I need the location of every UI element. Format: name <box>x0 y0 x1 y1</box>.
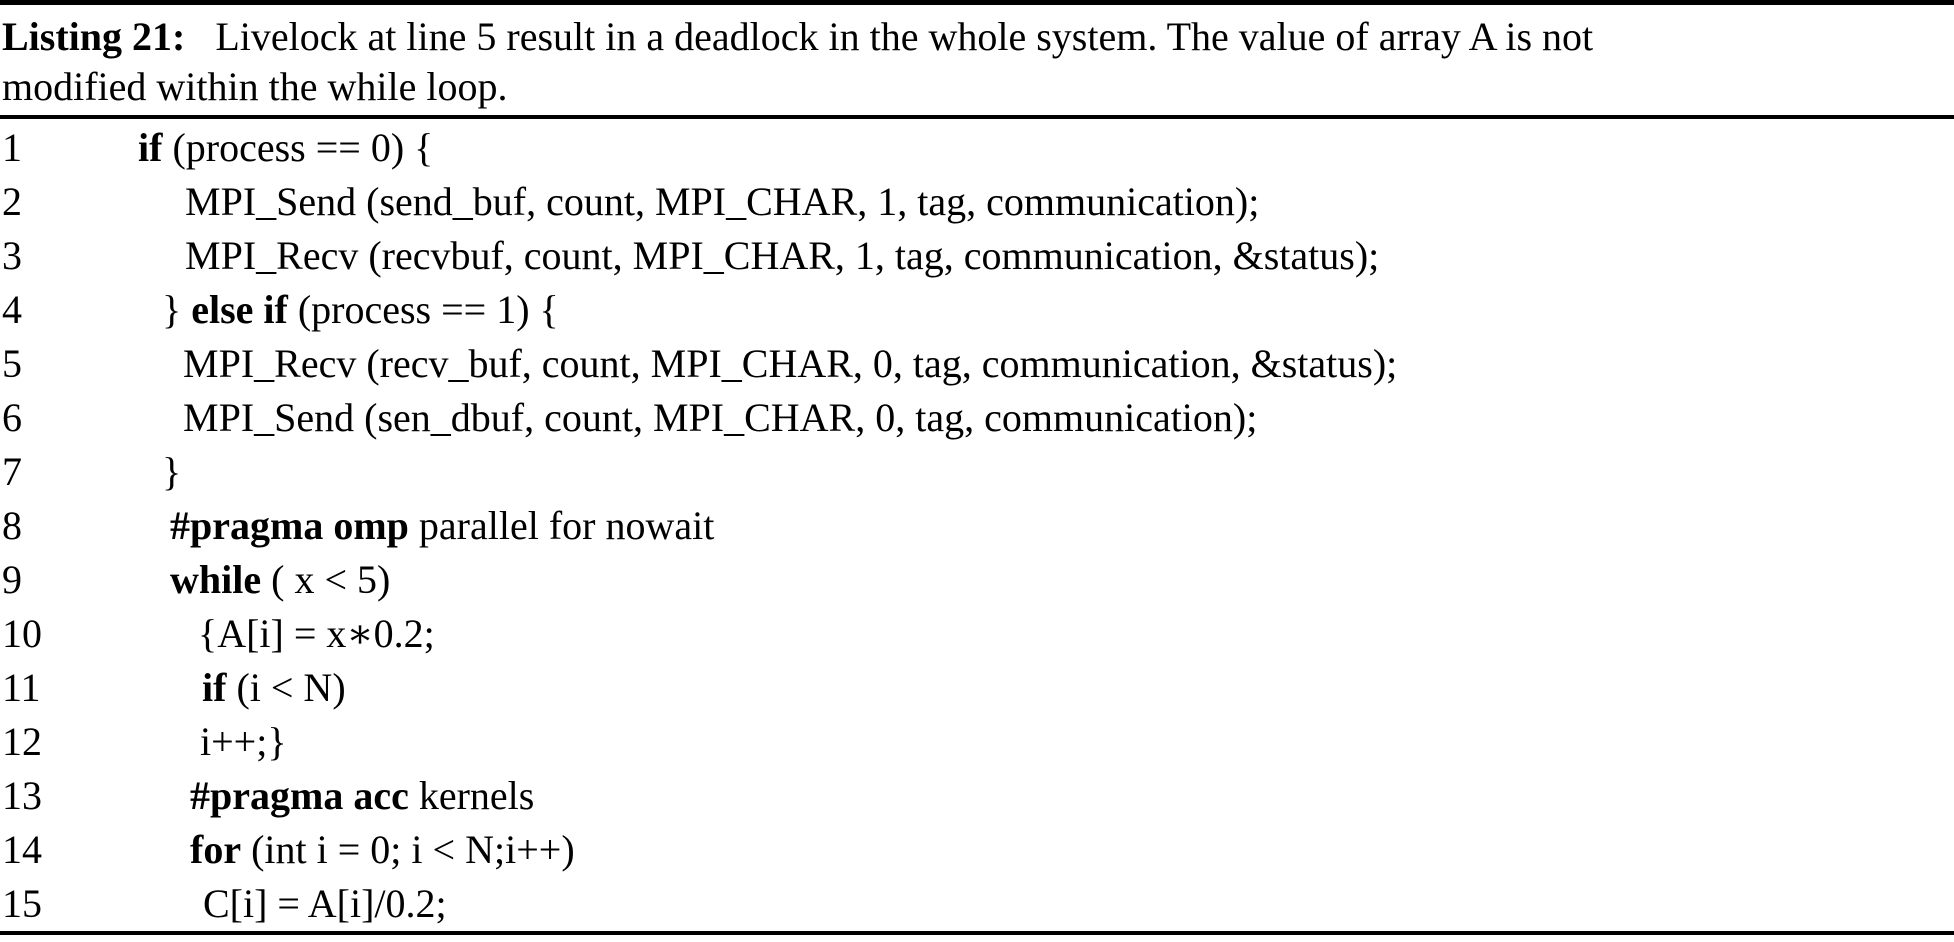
code-text: #pragma acc kernels <box>0 769 1954 823</box>
code-line: 8#pragma omp parallel for nowait <box>0 499 1954 553</box>
code-line: 13#pragma acc kernels <box>0 769 1954 823</box>
top-rule <box>0 0 1954 5</box>
code-text: #pragma omp parallel for nowait <box>0 499 1954 553</box>
code-text: {A[i] = x∗0.2; <box>0 607 1954 661</box>
listing-label: Listing 21: <box>2 14 186 59</box>
line-number: 3 <box>2 233 22 278</box>
code-segment: } <box>162 287 192 332</box>
caption-line-1: Listing 21: Livelock at line 5 result in … <box>2 12 1954 62</box>
code-line: 15 C[i] = A[i]/0.2; <box>0 877 1954 931</box>
code-text: while ( x < 5) <box>0 553 1954 607</box>
code-keyword: if <box>138 125 163 170</box>
code-keyword: for <box>190 827 242 872</box>
code-line: 7} <box>0 445 1954 499</box>
code-segment: C[i] = A[i]/0.2; <box>203 881 447 926</box>
code-text: C[i] = A[i]/0.2; <box>0 877 1954 931</box>
line-number: 15 <box>2 881 42 926</box>
code-line: 6 MPI_Send (sen_dbuf, count, MPI_CHAR, 0,… <box>0 391 1954 445</box>
caption-line-2: modified within the while loop. <box>2 62 1954 112</box>
code-segment: parallel for nowait <box>408 503 715 548</box>
line-number: 1 <box>2 125 22 170</box>
line-number: 11 <box>2 665 41 710</box>
line-number: 8 <box>2 503 22 548</box>
code-segment: MPI_Send (send_buf, count, MPI_CHAR, 1, … <box>185 179 1260 224</box>
caption-divider <box>0 115 1954 119</box>
code-text: MPI_Send (sen_dbuf, count, MPI_CHAR, 0, … <box>0 391 1954 445</box>
line-number: 6 <box>2 395 22 440</box>
code-segment: i++;} <box>200 719 287 764</box>
code-line: 4} else if (process == 1) { <box>0 283 1954 337</box>
line-number: 9 <box>2 557 22 602</box>
code-line: 12 i++;} <box>0 715 1954 769</box>
line-number: 4 <box>2 287 22 332</box>
code-segment: } <box>162 449 182 494</box>
code-segment: MPI_Recv (recv_buf, count, MPI_CHAR, 0, … <box>183 341 1398 386</box>
code-text: } else if (process == 1) { <box>0 283 1954 337</box>
code-line: 5 MPI_Recv (recv_buf, count, MPI_CHAR, 0,… <box>0 337 1954 391</box>
code-keyword: else if <box>191 287 288 332</box>
listing-caption: Listing 21: Livelock at line 5 result in … <box>0 5 1954 115</box>
code-segment: (process == 0) { <box>162 125 434 170</box>
line-number: 13 <box>2 773 42 818</box>
line-number: 14 <box>2 827 42 872</box>
code-line: 10 {A[i] = x∗0.2; <box>0 607 1954 661</box>
code-text: for (int i = 0; i < N;i++) <box>0 823 1954 877</box>
code-segment: {A[i] = x∗0.2; <box>198 611 435 656</box>
code-segment: (int i = 0; i < N;i++) <box>241 827 575 872</box>
line-number: 10 <box>2 611 42 656</box>
bottom-rule <box>0 931 1954 935</box>
line-number: 5 <box>2 341 22 386</box>
line-number: 12 <box>2 719 42 764</box>
code-text: MPI_Send (send_buf, count, MPI_CHAR, 1, … <box>0 175 1954 229</box>
code-segment: kernels <box>408 773 535 818</box>
caption-text-2: modified within the while loop. <box>2 64 508 109</box>
line-number: 7 <box>2 449 22 494</box>
code-text: MPI_Recv (recv_buf, count, MPI_CHAR, 0, … <box>0 337 1954 391</box>
line-number: 2 <box>2 179 22 224</box>
code-segment: MPI_Recv (recvbuf, count, MPI_CHAR, 1, t… <box>185 233 1380 278</box>
code-line: 2 MPI_Send (send_buf, count, MPI_CHAR, 1,… <box>0 175 1954 229</box>
code-segment: MPI_Send (sen_dbuf, count, MPI_CHAR, 0, … <box>183 395 1258 440</box>
code-segment: ( x < 5) <box>261 557 391 602</box>
code-text: MPI_Recv (recvbuf, count, MPI_CHAR, 1, t… <box>0 229 1954 283</box>
caption-text-1: Livelock at line 5 result in a deadlock … <box>215 14 1594 59</box>
code-keyword: #pragma omp <box>170 503 409 548</box>
code-keyword: #pragma acc <box>190 773 409 818</box>
code-line: 3 MPI_Recv (recvbuf, count, MPI_CHAR, 1, … <box>0 229 1954 283</box>
code-text: } <box>0 445 1954 499</box>
code-text: if (i < N) <box>0 661 1954 715</box>
code-keyword: if <box>202 665 227 710</box>
code-keyword: while <box>170 557 262 602</box>
code-text: if (process == 0) { <box>0 121 1954 175</box>
code-segment: (i < N) <box>226 665 346 710</box>
code-segment: (process == 1) { <box>287 287 559 332</box>
code-text: i++;} <box>0 715 1954 769</box>
